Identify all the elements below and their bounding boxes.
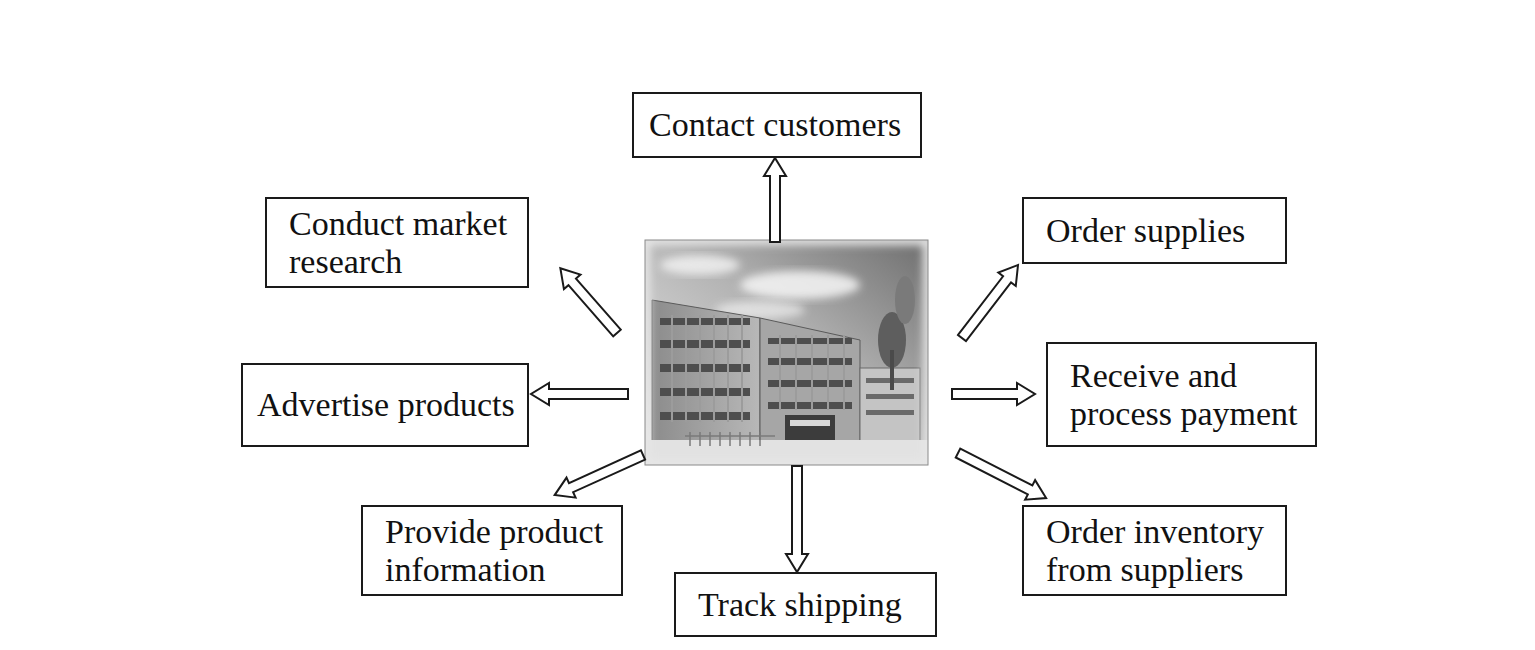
box-label: Conduct market research xyxy=(289,205,519,280)
box-label: Provide product information xyxy=(385,513,613,588)
block-arrow xyxy=(764,158,786,242)
process-box: Order inventory from suppliers xyxy=(1022,505,1287,596)
process-box: Provide product information xyxy=(361,505,623,596)
block-arrow xyxy=(531,383,628,405)
process-box: Track shipping xyxy=(674,572,937,637)
box-label: Order supplies xyxy=(1046,212,1277,249)
box-label: Order inventory from suppliers xyxy=(1046,513,1277,588)
process-box: Advertise products xyxy=(241,363,529,447)
box-label: Receive and process payment xyxy=(1070,357,1307,432)
box-label: Contact customers xyxy=(649,106,912,143)
box-label: Track shipping xyxy=(698,586,927,623)
box-label: Advertise products xyxy=(257,386,519,423)
process-box: Order supplies xyxy=(1022,197,1287,264)
block-arrow xyxy=(550,445,647,505)
block-arrow xyxy=(952,383,1035,405)
block-arrow xyxy=(552,261,625,340)
process-box: Conduct market research xyxy=(265,197,529,288)
block-arrow xyxy=(953,443,1051,508)
process-box: Contact customers xyxy=(632,92,922,158)
block-arrow xyxy=(953,258,1026,344)
process-box: Receive and process payment xyxy=(1046,342,1317,447)
block-arrow xyxy=(786,466,808,572)
